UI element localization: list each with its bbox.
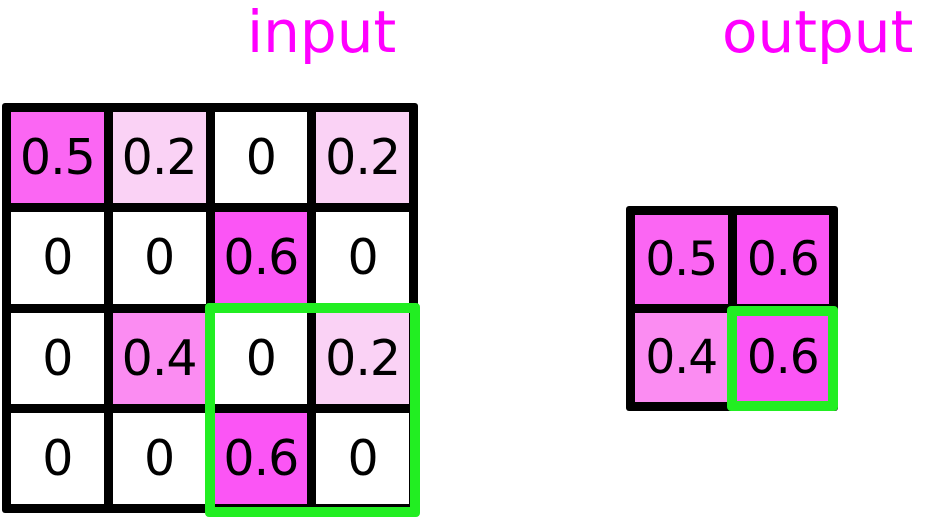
input-cell-r3c1: 0: [112, 412, 206, 504]
input-cell-r1c2: 0.6: [214, 212, 308, 304]
output-cell-r0c0: 0.5: [635, 215, 728, 304]
output-cell-r1c1: 0.6: [736, 313, 829, 402]
output-label: output: [722, 0, 914, 66]
output-grid: 0.5 0.6 0.4 0.6: [626, 206, 838, 411]
input-cell-r2c0: 0: [11, 312, 104, 404]
input-label: input: [247, 0, 397, 66]
input-cell-r1c3: 0: [316, 212, 409, 304]
input-cell-r3c3: 0: [316, 412, 409, 504]
input-cell-r0c1: 0.2: [112, 112, 206, 204]
input-cell-r0c3: 0.2: [316, 112, 409, 204]
input-cell-r3c2: 0.6: [214, 412, 308, 504]
input-cell-r2c3: 0.2: [316, 312, 409, 404]
output-cell-r0c1: 0.6: [736, 215, 829, 304]
input-cell-r0c2: 0: [214, 112, 308, 204]
input-cell-r2c1: 0.4: [112, 312, 206, 404]
input-cell-r1c0: 0: [11, 212, 104, 304]
input-cell-r3c0: 0: [11, 412, 104, 504]
input-cell-r1c1: 0: [112, 212, 206, 304]
output-cell-r1c0: 0.4: [635, 313, 728, 402]
input-cell-r2c2: 0: [214, 312, 308, 404]
input-grid: 0.5 0.2 0 0.2 0 0 0.6 0 0 0.4 0 0.2 0 0 …: [2, 103, 418, 513]
input-cell-r0c0: 0.5: [11, 112, 104, 204]
